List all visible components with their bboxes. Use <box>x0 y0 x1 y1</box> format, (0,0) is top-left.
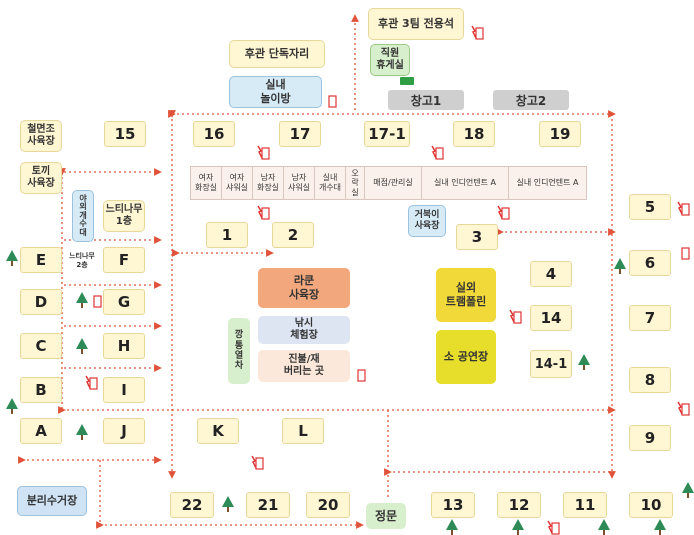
site-J[interactable]: J <box>103 418 145 444</box>
site-6[interactable]: 6 <box>629 250 671 276</box>
site-21[interactable]: 21 <box>246 492 290 518</box>
tree-icon <box>76 338 88 354</box>
site-13[interactable]: 13 <box>431 492 475 518</box>
site-19[interactable]: 19 <box>539 121 581 147</box>
strip-men-shower: 남자 샤워실 <box>284 167 315 199</box>
tree-icon <box>578 354 590 370</box>
tree-icon <box>446 519 458 535</box>
main-gate[interactable]: 정문 <box>366 503 406 529</box>
tree-icon <box>6 398 18 414</box>
site-22[interactable]: 22 <box>170 492 214 518</box>
turtle-pen: 거북이 사육장 <box>408 205 446 237</box>
site-14[interactable]: 14 <box>530 305 572 331</box>
strip-game-room: 오 락 실 <box>346 167 365 199</box>
site-10[interactable]: 10 <box>629 492 673 518</box>
extinguisher-icon <box>471 25 484 40</box>
outdoor-trampoline: 실외 트램폴린 <box>436 268 496 322</box>
site-5[interactable]: 5 <box>629 194 671 220</box>
site-20[interactable]: 20 <box>306 492 350 518</box>
site-C[interactable]: C <box>20 333 62 359</box>
fishing-area: 낚시 체험장 <box>258 316 350 344</box>
tree-icon <box>682 482 694 498</box>
raccoon-pen: 라쿤 사육장 <box>258 268 350 308</box>
site-B[interactable]: B <box>20 377 62 403</box>
site-F[interactable]: F <box>103 247 145 273</box>
site-1[interactable]: 1 <box>206 222 248 248</box>
tree-icon <box>76 424 88 440</box>
extinguisher-icon <box>681 247 690 260</box>
strip-men-toilet: 남자 화장실 <box>253 167 284 199</box>
site-18[interactable]: 18 <box>453 121 495 147</box>
site-8[interactable]: 8 <box>629 367 671 393</box>
storage-2: 창고2 <box>493 90 569 110</box>
tree-icon <box>6 250 18 266</box>
zelkova-1f[interactable]: 느티나무 1층 <box>103 200 145 232</box>
cow-arena: 소 공연장 <box>436 330 496 384</box>
indoor-playroom: 실내 놀이방 <box>229 76 322 108</box>
extinguisher-icon <box>328 95 337 108</box>
strip-tent-a1: 실내 인디언텐트 A <box>422 167 509 199</box>
extinguisher-icon <box>85 375 98 390</box>
rabbit-pen: 토끼 사육장 <box>20 162 62 194</box>
site-17-1[interactable]: 17-1 <box>364 121 410 147</box>
rear-3team-area[interactable]: 후관 3팀 전용석 <box>368 8 464 40</box>
extinguisher-icon <box>677 401 690 416</box>
site-K[interactable]: K <box>197 418 239 444</box>
site-A[interactable]: A <box>20 418 62 444</box>
rear-single-area[interactable]: 후관 단독자리 <box>229 40 325 68</box>
extinguisher-icon <box>251 455 264 470</box>
site-I[interactable]: I <box>103 377 145 403</box>
strip-indoor-sink: 실내 개수대 <box>315 167 346 199</box>
site-12[interactable]: 12 <box>497 492 541 518</box>
extinguisher-icon <box>509 309 522 324</box>
tree-icon <box>512 519 524 535</box>
site-E[interactable]: E <box>20 247 62 273</box>
tree-icon <box>598 519 610 535</box>
storage-1: 창고1 <box>388 90 464 110</box>
site-16[interactable]: 16 <box>193 121 235 147</box>
site-15[interactable]: 15 <box>104 121 146 147</box>
cast-iron-pen: 철면조 사육장 <box>20 120 62 152</box>
site-7[interactable]: 7 <box>629 305 671 331</box>
site-D[interactable]: D <box>20 289 62 315</box>
outdoor-sink: 야 외 개 수 대 <box>72 190 94 242</box>
site-2[interactable]: 2 <box>272 222 314 248</box>
tree-icon <box>614 258 626 274</box>
facility-strip: 여자 화장실 여자 샤워실 남자 화장실 남자 샤워실 실내 개수대 오 락 실… <box>190 166 587 200</box>
site-4[interactable]: 4 <box>530 261 572 287</box>
site-11[interactable]: 11 <box>563 492 607 518</box>
extinguisher-icon <box>257 205 270 220</box>
site-H[interactable]: H <box>103 333 145 359</box>
extinguisher-icon <box>497 205 510 220</box>
extinguisher-icon <box>93 295 102 308</box>
tree-icon <box>222 496 234 512</box>
zelkova-2f[interactable]: 느티나무 2층 <box>69 252 95 269</box>
extinguisher-icon <box>431 145 444 160</box>
strip-tent-a2: 실내 인디언텐트 A <box>516 178 579 188</box>
extinguisher-icon <box>357 369 366 382</box>
extinguisher-icon <box>547 520 560 535</box>
site-14-1[interactable]: 14-1 <box>530 350 572 378</box>
exit-sign-icon <box>400 77 414 85</box>
site-G[interactable]: G <box>103 289 145 315</box>
trash-area: 진불/재 버리는 곳 <box>258 350 350 382</box>
site-3[interactable]: 3 <box>456 224 498 250</box>
strip-women-shower: 여자 샤워실 <box>222 167 253 199</box>
site-17[interactable]: 17 <box>279 121 321 147</box>
site-L[interactable]: L <box>282 418 324 444</box>
extinguisher-icon <box>677 201 690 216</box>
site-9[interactable]: 9 <box>629 425 671 451</box>
staff-lounge: 직원 휴게실 <box>370 44 410 76</box>
recycling-area: 분리수거장 <box>17 486 87 516</box>
strip-store-office: 매점/관리실 <box>365 167 422 199</box>
tree-icon <box>654 519 666 535</box>
can-train: 깡 통 열 차 <box>228 318 250 384</box>
tree-icon <box>76 292 88 308</box>
strip-women-toilet: 여자 화장실 <box>191 167 222 199</box>
extinguisher-icon <box>257 145 270 160</box>
